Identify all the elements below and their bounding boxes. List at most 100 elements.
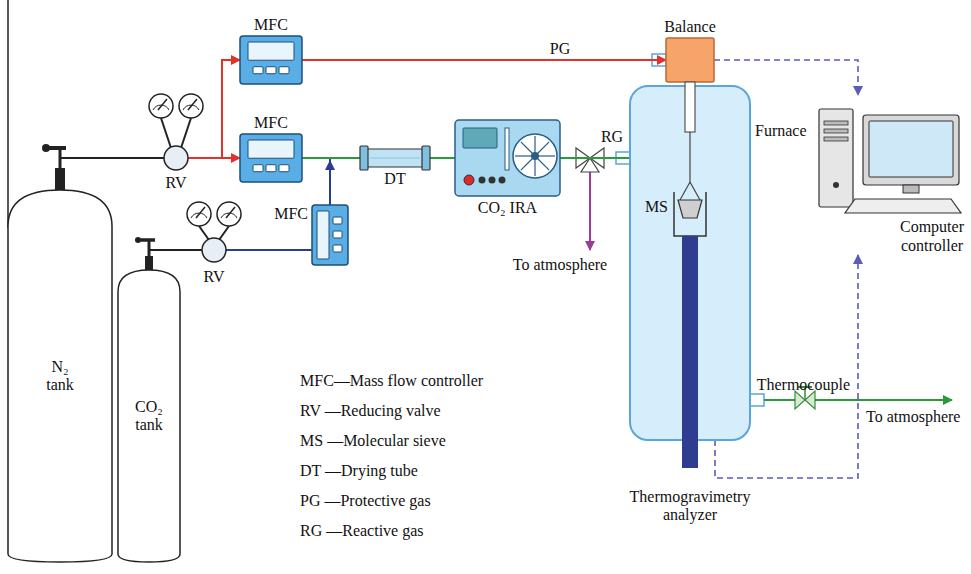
figure-part xyxy=(589,170,591,250)
node-label: MFC xyxy=(254,114,288,132)
hanging-wire xyxy=(689,132,690,182)
mass-flow-controller-drawing xyxy=(312,205,348,265)
edge-label: PG xyxy=(548,40,572,58)
gas-line xyxy=(302,157,360,159)
gauge-stem xyxy=(199,226,209,240)
computer-tower xyxy=(819,109,853,207)
legend-entry: MFC—Mass flow controller xyxy=(300,372,483,390)
part-label: To atmosphere xyxy=(513,256,607,274)
cylinder-edge xyxy=(7,0,9,228)
part-label: Thermocouple xyxy=(757,376,850,394)
node-label: Computer controller xyxy=(900,218,964,255)
part-label: MS xyxy=(645,198,668,216)
gas-cylinder: CO₂ tank xyxy=(118,270,180,562)
node-label: N₂ tank xyxy=(46,358,74,395)
gauge-stem xyxy=(219,226,229,240)
fan-hub xyxy=(531,152,539,160)
figure-part xyxy=(795,391,805,409)
node-label: RV xyxy=(204,268,225,286)
drive-slot xyxy=(824,137,848,141)
controller-button xyxy=(253,165,263,172)
valve-body xyxy=(164,146,188,170)
node-label: CO₂ tank xyxy=(135,398,163,435)
figure-part xyxy=(581,158,599,172)
drying-tube-drawing xyxy=(360,149,430,167)
gas-line xyxy=(208,157,240,159)
mass-flow-controller-drawing xyxy=(240,36,302,84)
hanging-wire xyxy=(690,182,700,200)
figure-part xyxy=(764,399,952,401)
gas-line xyxy=(244,249,312,251)
power-button xyxy=(833,182,839,188)
controller-button xyxy=(279,165,289,172)
pressure-gauge xyxy=(187,202,211,226)
hanging-wire xyxy=(680,182,690,200)
node-label: RV xyxy=(166,174,187,192)
node-label: MFC xyxy=(274,205,308,223)
monitor xyxy=(863,115,959,185)
controller-button xyxy=(333,231,342,238)
pressure-gauge xyxy=(179,94,203,118)
drive-slot xyxy=(824,129,848,133)
cylinder-body xyxy=(8,190,112,562)
part-label: To atmosphere xyxy=(866,408,960,426)
balance-body xyxy=(666,38,714,82)
valve-body xyxy=(202,238,226,262)
gas-line xyxy=(430,157,455,159)
part-label: Furnace xyxy=(755,122,807,140)
co2-analyzer-drawing xyxy=(455,120,560,196)
controller-button xyxy=(266,165,276,172)
figure-part xyxy=(135,237,141,243)
analyzer-button xyxy=(499,177,506,184)
balance: Balance xyxy=(666,38,714,82)
reducing-valve: RV xyxy=(184,200,244,286)
node-label: CO₂ IRA xyxy=(478,199,537,217)
balance-rod xyxy=(685,82,695,132)
controller-button xyxy=(333,245,342,252)
gauge-needle xyxy=(196,207,205,218)
controller-display xyxy=(248,140,294,158)
crucible-holder xyxy=(674,192,706,236)
n2-cylinder-valve xyxy=(42,144,66,190)
gas-line xyxy=(208,60,240,158)
gas-line xyxy=(330,158,360,205)
controller-button xyxy=(253,67,263,74)
gas-cylinder: N₂ tank xyxy=(8,190,112,562)
node-label: Balance xyxy=(664,18,716,36)
gas-line xyxy=(149,250,184,270)
arrowhead xyxy=(325,160,335,170)
analyzer-body xyxy=(455,120,560,196)
figure-part xyxy=(48,146,66,150)
reducing-valve: RV xyxy=(144,92,208,192)
mass-flow-controller: MFC xyxy=(312,205,348,265)
legend-entry: MS —Molecular sieve xyxy=(300,432,446,450)
figure-part xyxy=(140,238,155,242)
drive-slot xyxy=(824,121,848,125)
drying-tube: DT xyxy=(360,149,430,167)
controller-button xyxy=(266,67,276,74)
analyzer-display xyxy=(463,128,497,148)
controller-display xyxy=(317,211,329,259)
gauge-stem xyxy=(161,118,171,148)
tube-cap xyxy=(422,146,430,170)
gauge-needle xyxy=(158,99,167,110)
node-label: MFC xyxy=(254,16,288,34)
merge-arrowheads xyxy=(325,160,335,170)
controller-body xyxy=(240,36,302,84)
keyboard xyxy=(845,199,961,213)
figure-part xyxy=(750,394,764,406)
thermogravimetry-analyzer-drawing xyxy=(630,86,750,440)
controller-button xyxy=(333,217,342,224)
tube-line xyxy=(370,158,420,159)
tube-cap xyxy=(360,146,368,170)
gas-line xyxy=(60,158,144,190)
node-label: DT xyxy=(384,170,405,188)
gauge-stem xyxy=(181,118,191,148)
co2-cylinder-valve xyxy=(135,237,155,270)
thermogravimetry-analyzer: Thermogravimetry analyzer xyxy=(630,86,750,440)
gauge-needle xyxy=(188,99,197,110)
legend-entry: PG —Protective gas xyxy=(300,492,431,510)
legend-entry: RG —Reactive gas xyxy=(300,522,424,540)
monitor-screen xyxy=(869,121,953,177)
